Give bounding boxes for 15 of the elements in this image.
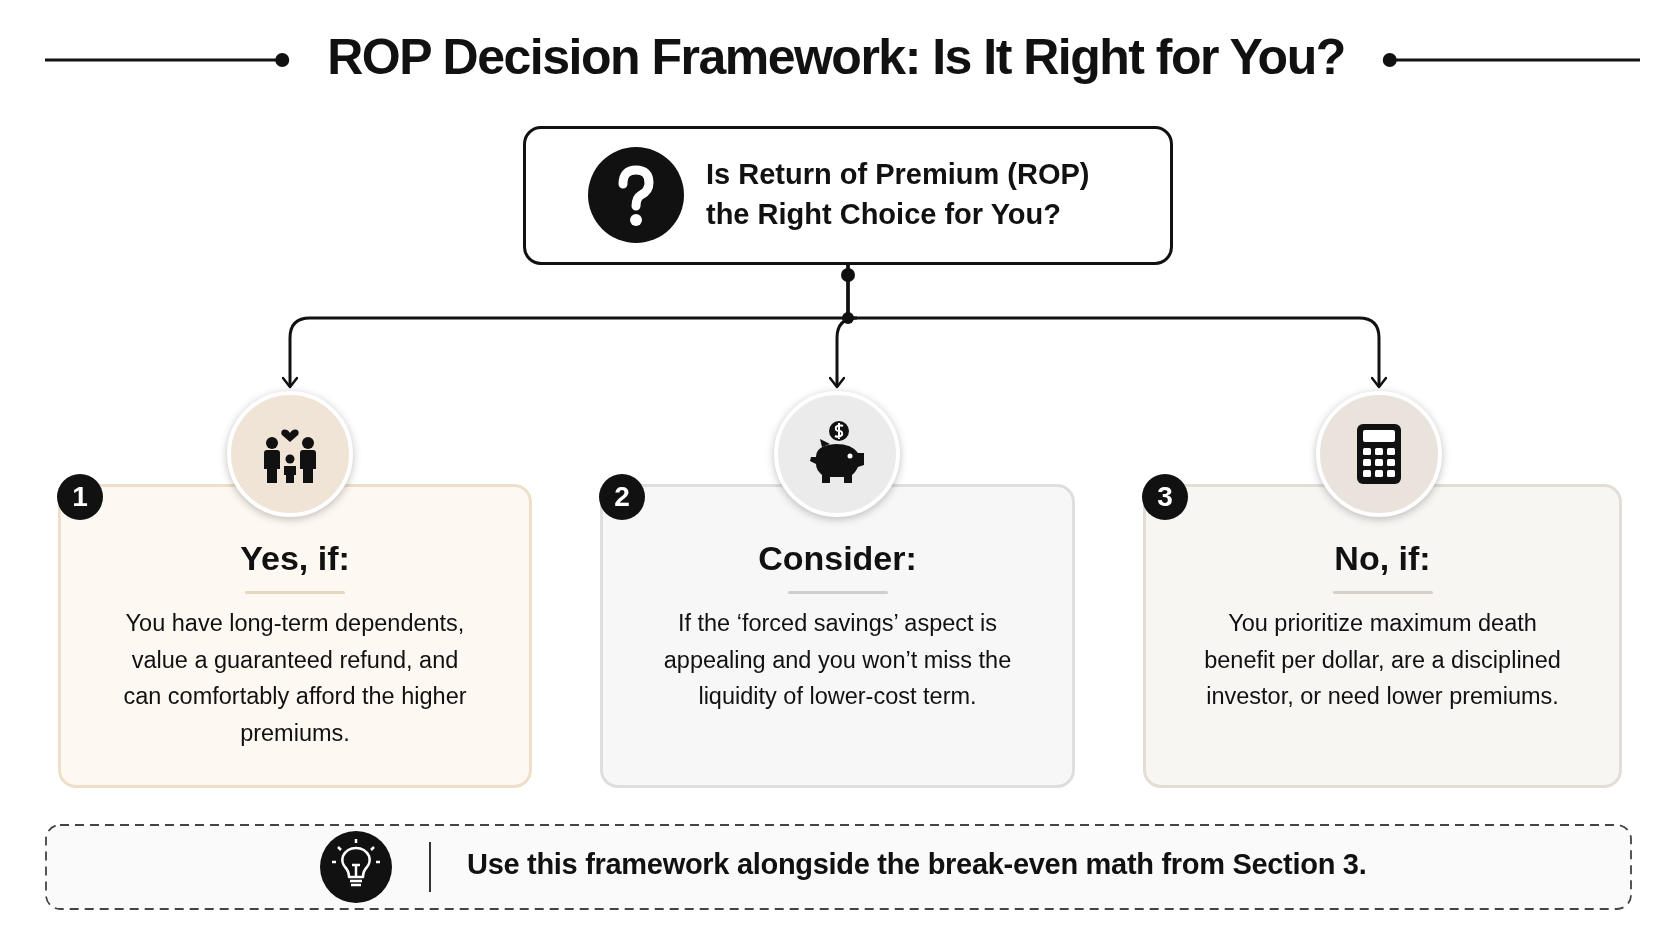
- number-badge: 1: [57, 474, 103, 520]
- card-heading: No, if:: [1334, 539, 1431, 578]
- card-heading: Yes, if:: [240, 539, 350, 578]
- note-text: Use this framework alongside the break-even math from Section 3.: [467, 848, 1368, 881]
- title: ROP Decision Framework: Is It Right for You?: [327, 28, 1345, 86]
- number-badge: 3: [1142, 474, 1188, 520]
- card-heading: Consider:: [758, 539, 917, 578]
- connector-arrow: [846, 265, 1388, 389]
- card-text: You have long-term dependents, value a guaranteed refund, and can comfortably afford the higher premiums.: [122, 609, 468, 748]
- question-text: Is Return of Premium (ROP) the Right Choice for You?: [706, 157, 1091, 232]
- note-box: [45, 824, 1632, 910]
- card-text: If the ‘forced savings’ aspect is appealing and you won’t miss the liquidity of lower-cost term.: [662, 609, 1013, 711]
- card-text: You prioritize maximum death benefit per dollar, are a disciplined investor, or need lower premiums.: [1203, 609, 1562, 711]
- question-box: [523, 126, 1173, 265]
- number-badge: 2: [599, 474, 645, 520]
